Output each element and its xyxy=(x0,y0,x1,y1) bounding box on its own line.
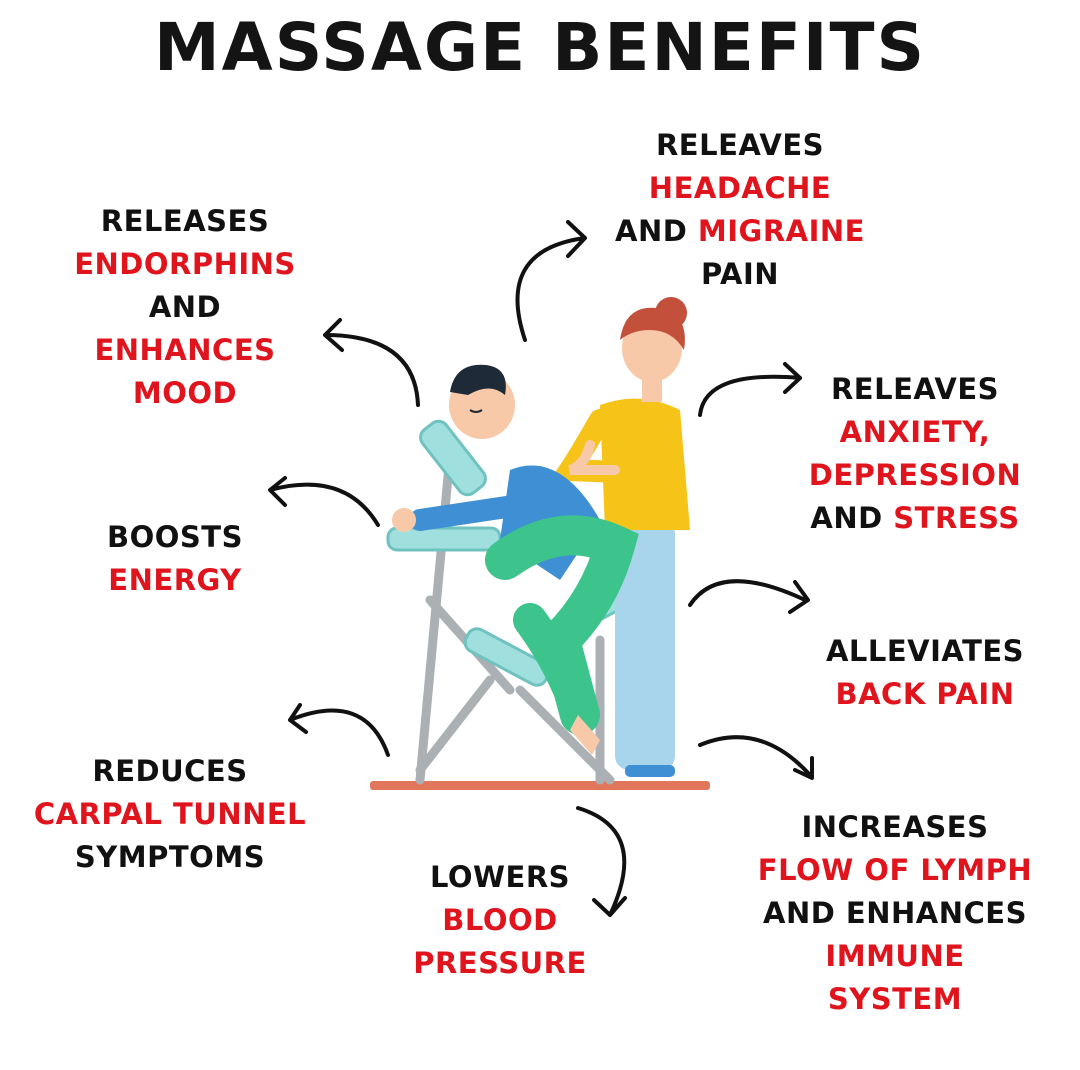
benefit-back-pain: ALLEVIATES BACK PAIN xyxy=(805,630,1045,716)
benefit-headache: RELEAVES HEADACHE AND MIGRAINE PAIN xyxy=(590,124,890,296)
benefit-text-part: AND xyxy=(615,214,698,248)
arrow-to-energy xyxy=(268,476,380,527)
arrow-to-blood-pressure xyxy=(576,806,627,917)
benefit-line: AND MIGRAINE xyxy=(590,210,890,253)
benefit-endorphins: RELEASES ENDORPHINS AND ENHANCES MOOD xyxy=(55,200,315,415)
benefit-line: ENDORPHINS xyxy=(74,247,296,281)
benefit-blood-pressure: LOWERS BLOOD PRESSURE xyxy=(400,856,600,985)
arrow-to-endorphins xyxy=(323,318,420,407)
benefit-line: SYSTEM xyxy=(827,982,963,1016)
benefit-text-part: AND xyxy=(810,501,894,535)
benefit-line: LOWERS xyxy=(429,860,571,894)
benefit-line: PRESSURE xyxy=(413,946,587,980)
benefit-line: ENHANCES xyxy=(94,333,276,367)
benefit-line: ENERGY xyxy=(108,563,242,597)
benefit-line: FLOW OF LYMPH xyxy=(757,853,1033,887)
benefit-line: IMMUNE xyxy=(825,939,965,973)
benefit-energy: BOOSTS ENERGY xyxy=(80,516,270,602)
benefit-lymph: INCREASES FLOW OF LYMPH AND ENHANCES IMMUNE… xyxy=(740,806,1050,1021)
arrow-to-anxiety xyxy=(698,362,802,417)
benefit-line: RELEAVES xyxy=(655,128,825,162)
benefit-line: DEPRESSION xyxy=(808,458,1022,492)
benefit-line: BACK PAIN xyxy=(835,677,1015,711)
arrow-to-headache xyxy=(515,220,587,342)
floor-line xyxy=(370,781,710,790)
benefit-line: BLOOD xyxy=(442,903,558,937)
benefit-line: AND ENHANCES xyxy=(763,896,1027,930)
benefit-line: CARPAL TUNNEL xyxy=(33,797,307,831)
benefit-line: RELEAVES xyxy=(830,372,1000,406)
benefit-line: BOOSTS xyxy=(107,520,243,554)
arrow-to-carpal xyxy=(288,703,390,757)
benefit-line: SYMPTOMS xyxy=(74,840,266,874)
therapist-figure xyxy=(549,297,690,777)
benefit-line: INCREASES xyxy=(801,810,989,844)
arrow-to-back-pain xyxy=(688,579,810,614)
benefit-line: AND STRESS xyxy=(785,497,1045,540)
benefit-line: RELEASES xyxy=(100,204,270,238)
benefit-line: PAIN xyxy=(700,257,780,291)
benefit-line: ALLEVIATES xyxy=(825,634,1025,668)
benefit-line: HEADACHE xyxy=(648,171,832,205)
benefit-text-part: STRESS xyxy=(893,501,1020,535)
benefit-anxiety: RELEAVES ANXIETY, DEPRESSION AND STRESS xyxy=(785,368,1045,540)
benefit-line: MOOD xyxy=(132,376,238,410)
benefit-line: ANXIETY, xyxy=(839,415,991,449)
benefit-line: REDUCES xyxy=(92,754,248,788)
benefit-carpal: REDUCES CARPAL TUNNEL SYMPTOMS xyxy=(15,750,325,879)
page-title: MASSAGE BENEFITS xyxy=(153,9,927,86)
benefit-line: AND xyxy=(148,290,222,324)
patient-figure xyxy=(392,364,639,755)
benefit-text-part: MIGRAINE xyxy=(697,214,865,248)
arrow-to-lymph xyxy=(698,735,814,780)
